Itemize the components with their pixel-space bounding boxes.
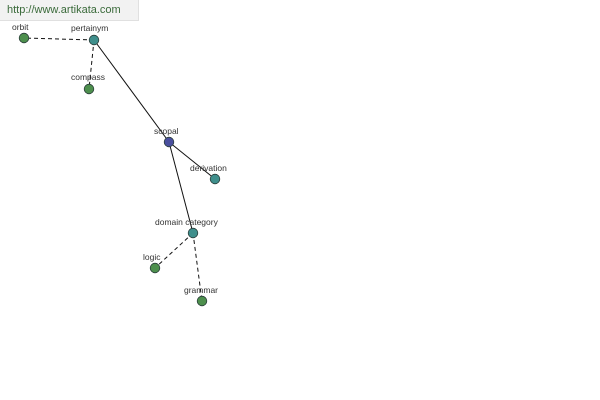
node-label-compass: compass	[71, 72, 105, 82]
edge-domain_category-grammar	[192, 232, 203, 302]
node-orbit[interactable]: orbit	[12, 22, 30, 44]
node-derivation[interactable]: derivation	[190, 163, 227, 185]
node-circle-domain_category[interactable]	[187, 227, 199, 239]
node-grammar[interactable]: grammar	[184, 285, 218, 307]
edge-scopal-pertainym	[93, 39, 170, 143]
node-domain_category[interactable]: domain category	[155, 217, 219, 239]
node-label-logic: logic	[143, 252, 161, 262]
node-label-domain_category: domain category	[155, 217, 219, 227]
node-label-pertainym: pertainym	[71, 23, 108, 33]
url-banner[interactable]: http://www.artikata.com	[0, 0, 139, 21]
url-link[interactable]: http://www.artikata.com	[7, 4, 121, 16]
node-pertainym[interactable]: pertainym	[71, 23, 108, 46]
node-label-scopal: scopal	[154, 126, 179, 136]
node-circle-pertainym[interactable]	[88, 34, 100, 46]
node-circle-grammar[interactable]	[196, 295, 208, 307]
node-circle-derivation[interactable]	[209, 173, 221, 185]
edge-pertainym-orbit	[23, 37, 95, 41]
node-scopal[interactable]: scopal	[154, 126, 179, 148]
node-label-grammar: grammar	[184, 285, 218, 295]
edges-layer	[23, 37, 216, 302]
node-circle-orbit[interactable]	[18, 32, 30, 44]
node-circle-logic[interactable]	[149, 262, 161, 274]
node-circle-scopal[interactable]	[163, 136, 175, 148]
node-circle-compass[interactable]	[83, 83, 95, 95]
nodes-layer: orbit pertainym compass scopal derivation dom…	[12, 22, 227, 307]
edge-pertainym-compass	[88, 39, 95, 90]
node-logic[interactable]: logic	[143, 252, 161, 274]
node-compass[interactable]: compass	[71, 72, 105, 95]
edge-scopal-derivation	[168, 141, 216, 180]
edge-domain_category-logic	[154, 232, 194, 269]
edge-scopal-domain_category	[168, 141, 194, 234]
node-label-orbit: orbit	[12, 22, 29, 32]
node-label-derivation: derivation	[190, 163, 227, 173]
